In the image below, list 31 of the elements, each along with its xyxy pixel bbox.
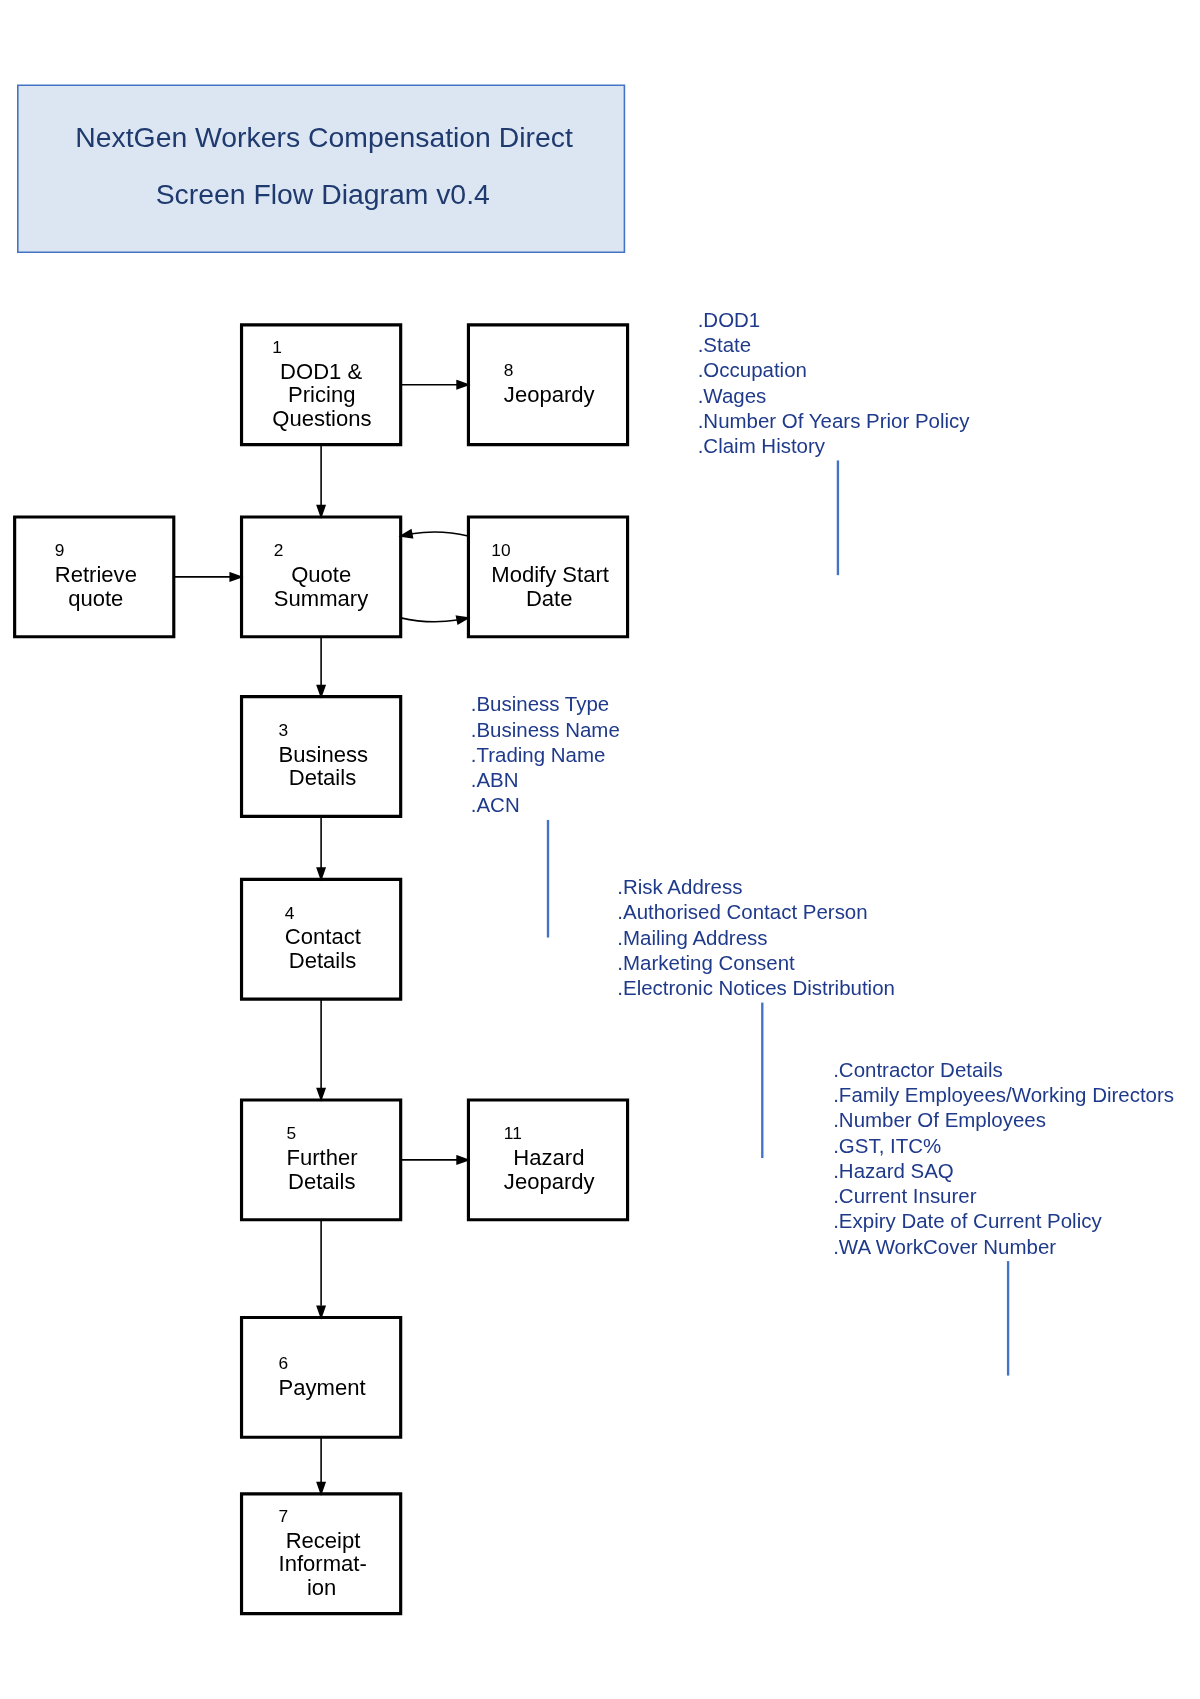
connector [546, 819, 550, 938]
arrow [316, 444, 327, 519]
node-box: 8 Jeopardy [466, 323, 630, 447]
arrow [316, 636, 327, 699]
node-box: 4 Contact Details [239, 877, 403, 1001]
arrow [173, 571, 244, 582]
node-box: 3 Business Details [239, 695, 403, 818]
arrow [398, 528, 469, 539]
node-text: .Risk Address .Authorised Contact Person .Mailing Address .Marketing Consent .Electronic Notices Distribution [617, 875, 895, 1000]
node-text: .Business Type .Business Name .Trading Name .ABN .ACN [470, 692, 620, 817]
node-box: 2 Quote Summary [239, 515, 403, 639]
node-box: 1 DOD1 & Pricing Questions [239, 323, 403, 447]
node-box: 11 Hazard Jeopardy [466, 1098, 630, 1222]
node-text: .Contractor Details .Family Employees/Working Directors .Number Of Employees .GST, ITC% .Hazard SAQ .Current Insurer .Expiry Date of Current Policy .WA WorkCover Number [833, 1058, 1175, 1258]
connector [1006, 1261, 1010, 1376]
node-box: 6 Payment [239, 1315, 403, 1439]
arrow [316, 998, 327, 1102]
arrow [400, 379, 471, 390]
node-text: .DOD1 .State .Occupation .Wages .Number Of Years Prior Policy .Claim History [697, 308, 970, 458]
arrow [400, 1154, 471, 1165]
node-box: 7 Receipt Informat- ion [239, 1492, 403, 1616]
connector [836, 460, 840, 576]
arrow [400, 615, 471, 626]
arrow [316, 815, 327, 882]
node-box: 10 Modify Start Date [466, 515, 630, 639]
node-box: NextGen Workers Compensation Direct Screen Flow Diagram v0.4 [17, 84, 626, 254]
arrow [316, 1219, 327, 1320]
node-box: 9 Retrieve quote [13, 515, 176, 639]
arrow [316, 1436, 327, 1497]
connector [761, 1002, 764, 1159]
node-box: 5 Further Details [239, 1098, 403, 1222]
